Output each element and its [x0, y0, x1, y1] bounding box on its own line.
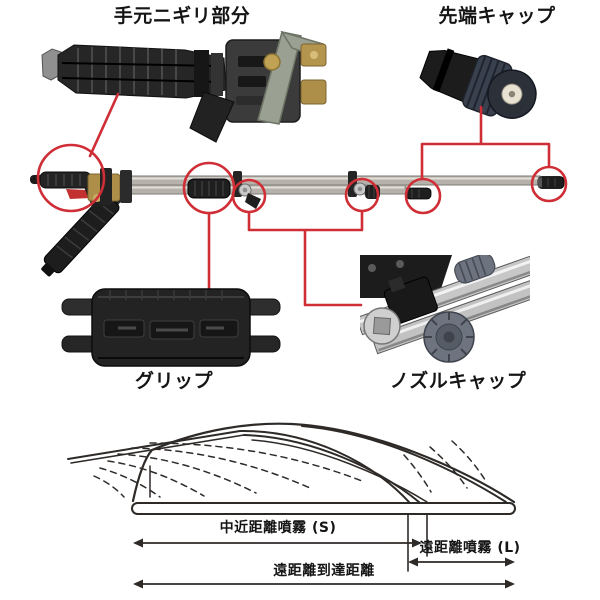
callout-circle-sleeve: [404, 177, 442, 215]
callout-line-tipcap: [420, 105, 551, 180]
callout-label-grip: グリップ: [134, 370, 214, 392]
grip-closeup-photo: [61, 288, 281, 367]
diagram-label-total-reach: 遠距離到達距離: [273, 563, 375, 579]
nozzle-cap-closeup-photo: [360, 255, 530, 363]
callout-label-tip-cap: 先端キャップ: [438, 5, 556, 27]
callout-label-handle-grip: 手元ニギリ部分: [113, 5, 251, 27]
nozzle-knurled-cap: [423, 311, 475, 363]
lance-handle: [30, 168, 132, 207]
lance-valve-2: [348, 171, 380, 199]
dim-arrow-mid-close: [133, 538, 422, 548]
callout-line-handle: [88, 92, 120, 158]
handle-grip-closeup-photo: [41, 30, 327, 143]
spray-range-diagram: [67, 422, 516, 589]
diagram-label-long-range: 遠距離噴霧 (L): [419, 540, 521, 556]
trigger-lever-red: [66, 189, 90, 199]
dim-arrow-total-reach: [133, 579, 515, 589]
lance-tip: [537, 176, 565, 189]
lance-grip: [187, 178, 231, 199]
callout-line-nozzle: [247, 210, 364, 307]
dim-arrow-long-range: [408, 557, 515, 567]
callout-label-nozzle-cap: ノズルキャップ: [389, 370, 527, 392]
diagram-label-mid-close-range: 中近距離噴霧 (S): [219, 520, 337, 536]
tip-cap-closeup-photo: [419, 48, 537, 119]
callout-marks: [36, 92, 568, 307]
tube-end-sleeve: [405, 187, 432, 200]
callout-circle-handle: [36, 143, 106, 213]
